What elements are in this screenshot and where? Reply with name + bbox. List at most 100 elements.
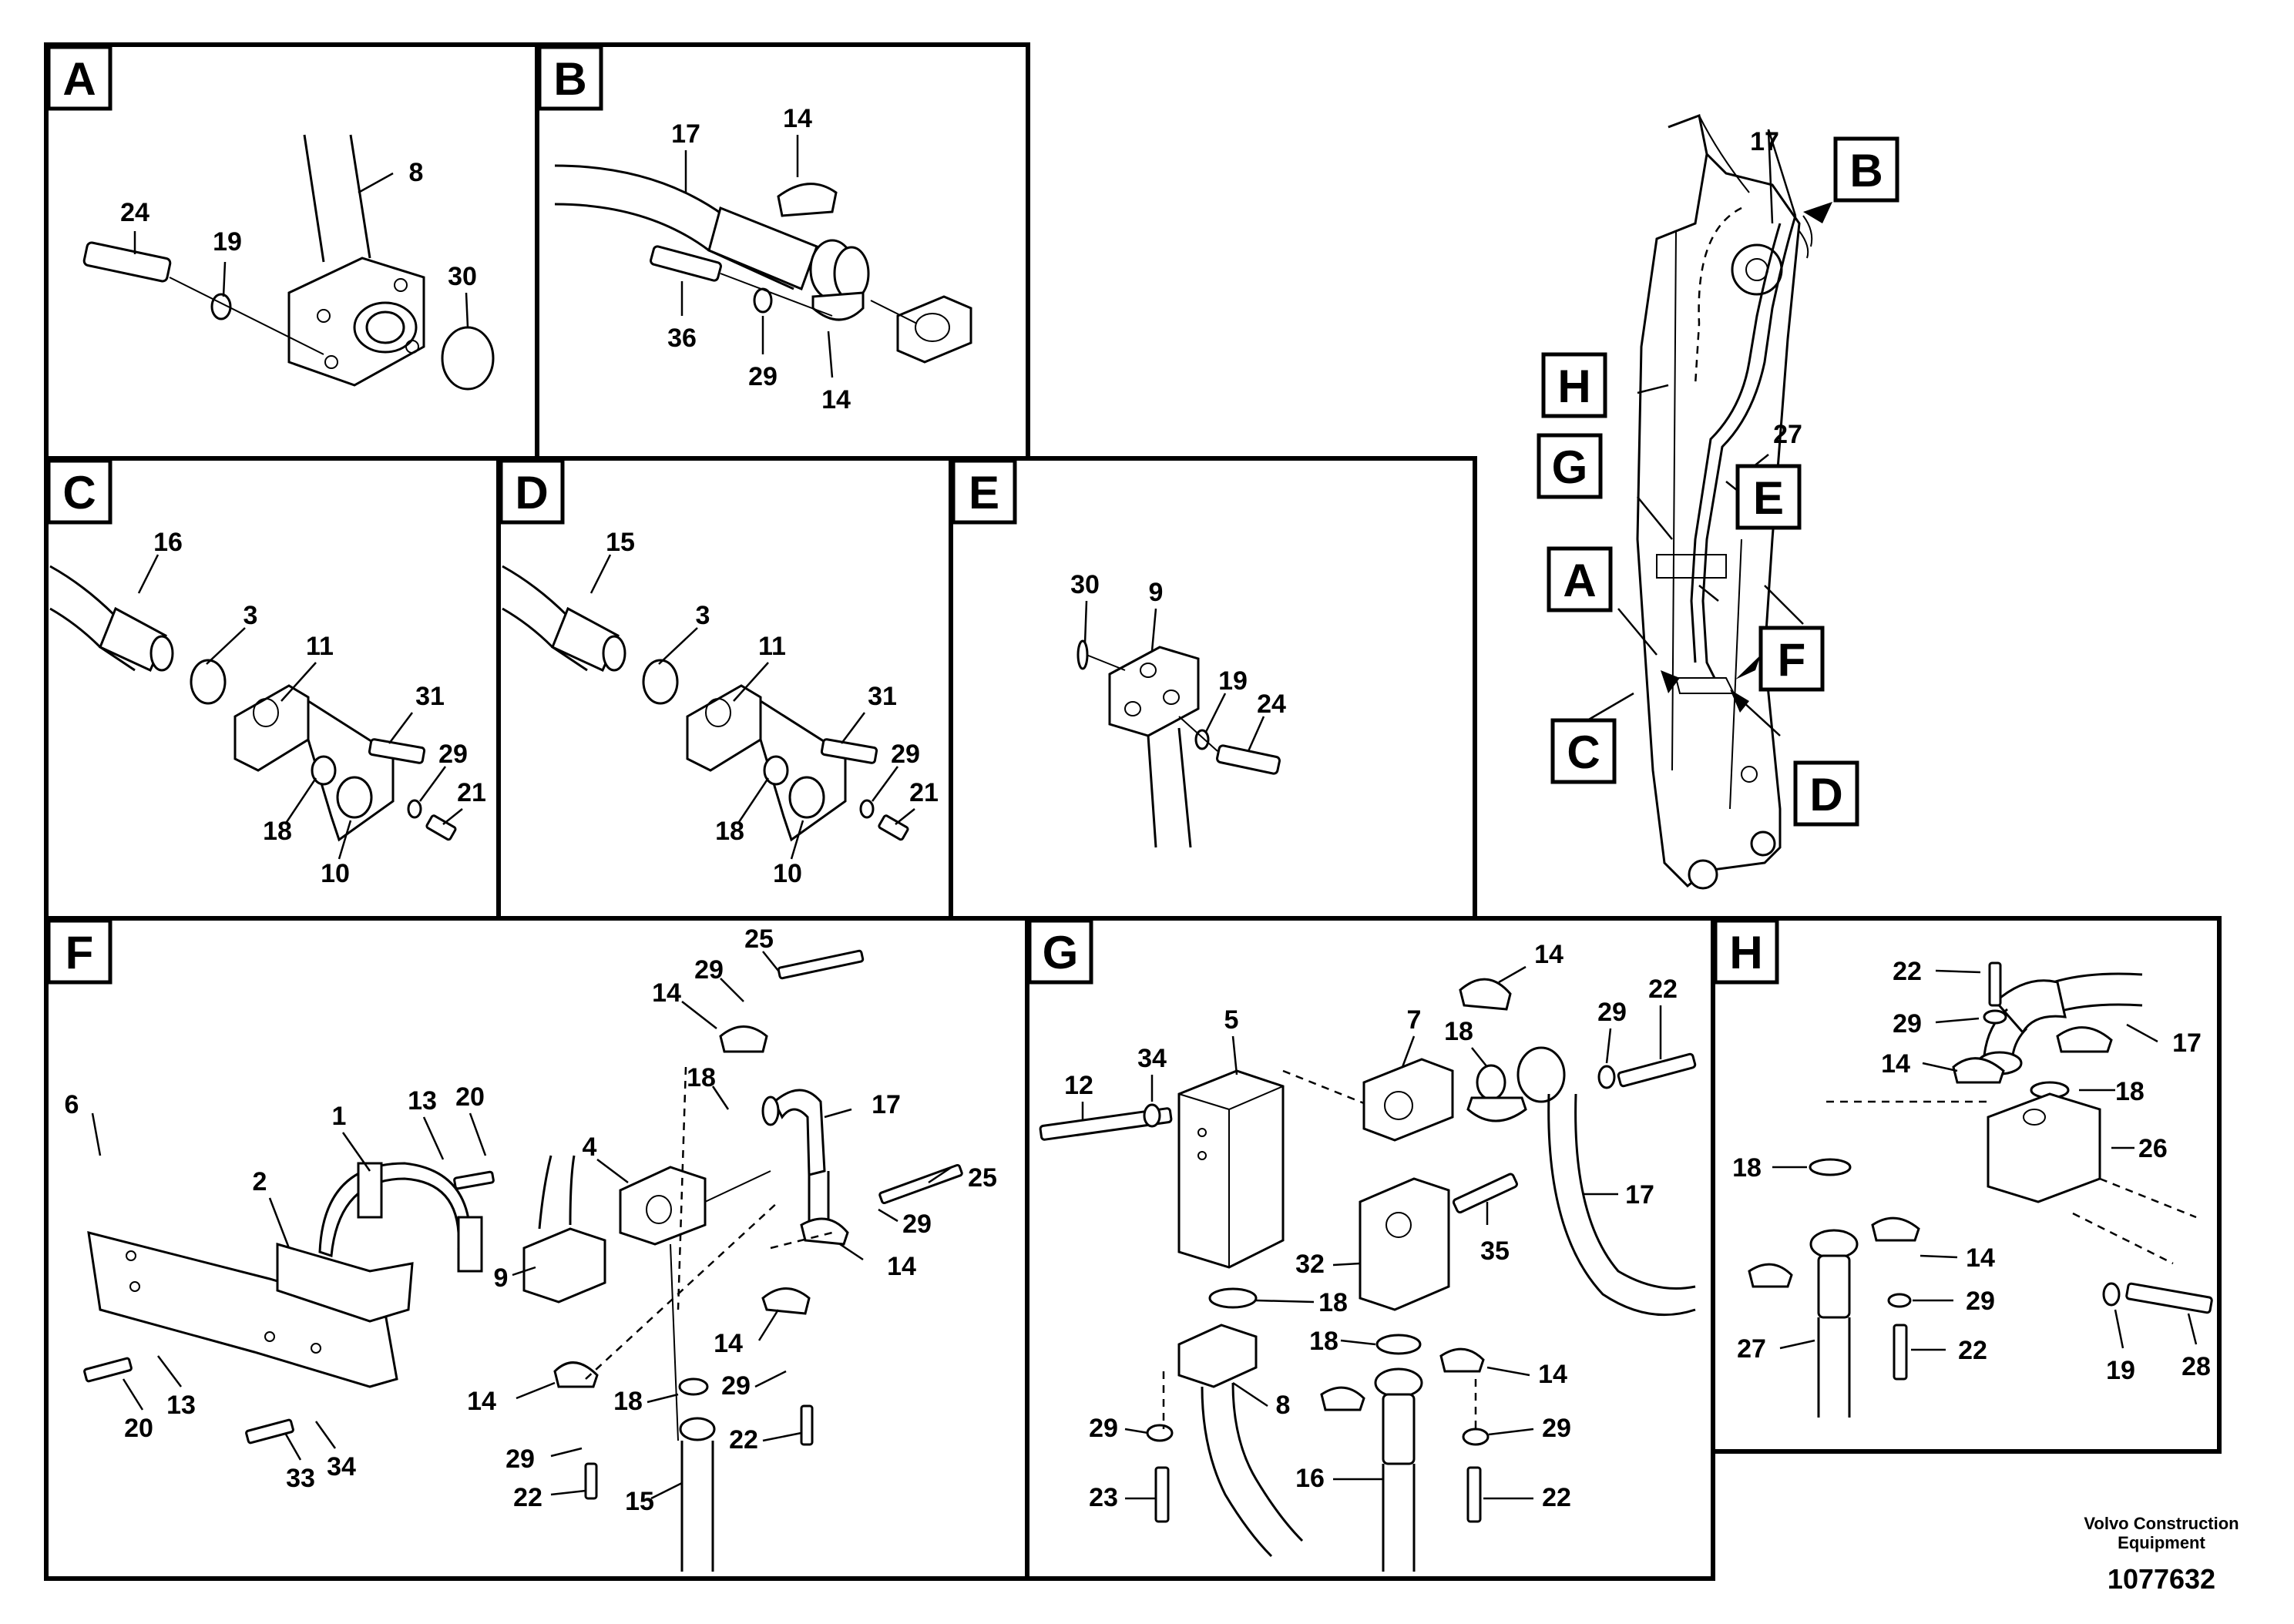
panel-h-callout-27: 27 bbox=[1737, 1334, 1766, 1364]
panel-h-callout-14: 14 bbox=[1881, 1049, 1910, 1079]
panel-f-callout-6: 6 bbox=[65, 1090, 79, 1119]
panel-b-badge: B bbox=[553, 53, 586, 105]
panel-f-callout-25: 25 bbox=[744, 924, 774, 954]
overview-badge-h: H bbox=[1557, 361, 1590, 412]
panel-h-callout-17: 17 bbox=[2172, 1028, 2202, 1058]
panel-a: A 24 19 8 30 bbox=[44, 42, 539, 461]
panel-d: D 15 3 11 31 29 21 18 10 bbox=[496, 456, 953, 921]
panel-d-callout-10: 10 bbox=[773, 859, 802, 888]
panel-f-callout-4: 4 bbox=[583, 1132, 597, 1162]
panel-f-callout-13b: 13 bbox=[166, 1391, 196, 1420]
panel-f-callout-29c: 29 bbox=[721, 1371, 751, 1401]
overview-badge-c: C bbox=[1567, 726, 1600, 778]
panel-g-callout-32: 32 bbox=[1295, 1250, 1325, 1279]
overview-badge-e: E bbox=[1753, 472, 1784, 524]
panel-g-callout-22: 22 bbox=[1648, 975, 1678, 1004]
panel-g-callout-16: 16 bbox=[1295, 1464, 1325, 1493]
overview-callout-27: 27 bbox=[1773, 420, 1802, 449]
panel-a-callout-19: 19 bbox=[213, 227, 242, 257]
panel-f-callout-17: 17 bbox=[872, 1090, 901, 1119]
panel-g-callout-34: 34 bbox=[1137, 1044, 1167, 1073]
panel-g-callout-7: 7 bbox=[1407, 1005, 1422, 1035]
panel-f-callout-29b: 29 bbox=[902, 1210, 932, 1239]
overview-badge-g: G bbox=[1552, 441, 1588, 493]
panel-g-callout-18: 18 bbox=[1444, 1017, 1473, 1046]
panel-g-callout-29c: 29 bbox=[1542, 1414, 1571, 1443]
panel-g-callout-14: 14 bbox=[1534, 940, 1563, 969]
panel-a-callout-24: 24 bbox=[120, 198, 149, 227]
doc-number: 1077632 bbox=[2108, 1563, 2215, 1595]
panel-g-callout-5: 5 bbox=[1224, 1005, 1239, 1035]
panel-h-callout-19: 19 bbox=[2106, 1356, 2135, 1385]
panel-g-callout-18b: 18 bbox=[1318, 1288, 1348, 1317]
overview-badge-b: B bbox=[1849, 145, 1883, 196]
panel-g-callout-29: 29 bbox=[1597, 998, 1627, 1027]
panel-c-callout-3: 3 bbox=[244, 601, 258, 630]
panel-h-callout-18b: 18 bbox=[1732, 1153, 1762, 1183]
panel-c-callout-31: 31 bbox=[415, 682, 445, 711]
panel-e-callout-9: 9 bbox=[1149, 578, 1164, 607]
panel-b-callout-17: 17 bbox=[671, 119, 700, 149]
panel-c-callout-10: 10 bbox=[321, 859, 350, 888]
panel-f-callout-18b: 18 bbox=[613, 1387, 643, 1416]
panel-e-callout-30: 30 bbox=[1070, 570, 1100, 599]
panel-g-callout-14b: 14 bbox=[1538, 1360, 1567, 1389]
panel-g-callout-29b: 29 bbox=[1089, 1414, 1118, 1443]
panel-f-callout-20: 20 bbox=[455, 1082, 485, 1112]
panel-h-callout-22b: 22 bbox=[1958, 1336, 1987, 1365]
panel-d-callout-31: 31 bbox=[868, 682, 897, 711]
panel-a-callout-8: 8 bbox=[409, 158, 424, 187]
panel-g-badge: G bbox=[1043, 927, 1079, 978]
panel-f-callout-29d: 29 bbox=[505, 1444, 535, 1474]
panel-c-callout-11: 11 bbox=[306, 632, 334, 661]
panel-d-callout-3: 3 bbox=[696, 601, 710, 630]
overview-badge-d: D bbox=[1809, 769, 1842, 820]
panel-f-callout-14: 14 bbox=[652, 978, 681, 1008]
panel-f-callout-2: 2 bbox=[253, 1167, 267, 1196]
panel-h-callout-26: 26 bbox=[2138, 1134, 2168, 1163]
panel-f-callout-20b: 20 bbox=[124, 1414, 153, 1443]
panel-d-callout-15: 15 bbox=[606, 528, 635, 557]
panel-h-callout-29: 29 bbox=[1893, 1009, 1922, 1038]
panel-d-badge: D bbox=[515, 467, 548, 518]
panel-h-callout-28: 28 bbox=[2181, 1352, 2211, 1381]
panel-b-callout-29: 29 bbox=[748, 362, 778, 391]
panel-f-callout-14c: 14 bbox=[714, 1329, 743, 1358]
panel-g-callout-23: 23 bbox=[1089, 1483, 1118, 1512]
panel-g-callout-22b: 22 bbox=[1542, 1483, 1571, 1512]
panel-g-callout-18c: 18 bbox=[1309, 1327, 1338, 1356]
panel-c: C 16 3 11 31 29 21 18 10 bbox=[44, 456, 501, 921]
panel-h-callout-14b: 14 bbox=[1966, 1243, 1995, 1273]
panel-e-badge: E bbox=[969, 467, 999, 518]
overview-badge-f: F bbox=[1778, 634, 1806, 686]
panel-h-badge: H bbox=[1729, 927, 1762, 978]
panel-e: E 30 9 19 24 bbox=[949, 456, 1477, 921]
panel-c-callout-29: 29 bbox=[438, 740, 468, 769]
panel-c-callout-21: 21 bbox=[457, 778, 486, 807]
panel-h-callout-22: 22 bbox=[1893, 957, 1922, 986]
panel-d-callout-18: 18 bbox=[715, 817, 744, 846]
panel-h-callout-18: 18 bbox=[2115, 1077, 2145, 1106]
panel-b: B 17 14 36 29 14 bbox=[535, 42, 1030, 461]
panel-b-callout-14: 14 bbox=[783, 104, 812, 133]
panel-f-callout-9: 9 bbox=[494, 1263, 509, 1293]
panel-h-callout-29b: 29 bbox=[1966, 1287, 1995, 1316]
panel-f-callout-1: 1 bbox=[332, 1102, 347, 1131]
panel-f-callout-13: 13 bbox=[408, 1086, 437, 1116]
panel-f-callout-14b: 14 bbox=[887, 1252, 916, 1281]
footer-company-line1: Volvo Construction bbox=[2084, 1514, 2239, 1533]
panel-f-callout-18: 18 bbox=[687, 1063, 716, 1092]
panel-f-callout-22b: 22 bbox=[513, 1483, 542, 1512]
panel-f-callout-29: 29 bbox=[694, 955, 724, 985]
panel-c-callout-18: 18 bbox=[263, 817, 292, 846]
panel-f-callout-33: 33 bbox=[286, 1464, 315, 1493]
panel-b-callout-36: 36 bbox=[667, 324, 697, 353]
panel-g-callout-17: 17 bbox=[1625, 1180, 1654, 1210]
panel-a-badge: A bbox=[62, 53, 96, 105]
panel-b-callout-14b: 14 bbox=[821, 385, 851, 414]
panel-c-badge: C bbox=[62, 467, 96, 518]
panel-d-callout-11: 11 bbox=[758, 632, 786, 661]
panel-a-callout-30: 30 bbox=[448, 262, 477, 291]
overview-badge-a: A bbox=[1563, 555, 1596, 606]
